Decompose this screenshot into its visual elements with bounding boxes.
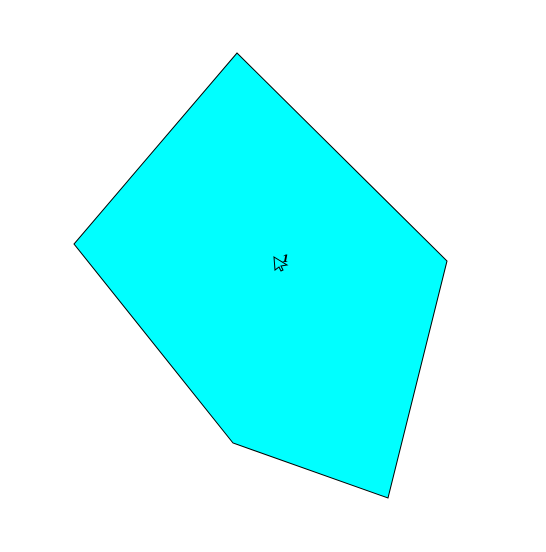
arrow-pointer-icon xyxy=(273,256,289,272)
marker-label: 1 xyxy=(282,254,289,265)
cyan-polygon[interactable] xyxy=(73,52,448,499)
point-marker[interactable]: 1 xyxy=(273,254,289,272)
